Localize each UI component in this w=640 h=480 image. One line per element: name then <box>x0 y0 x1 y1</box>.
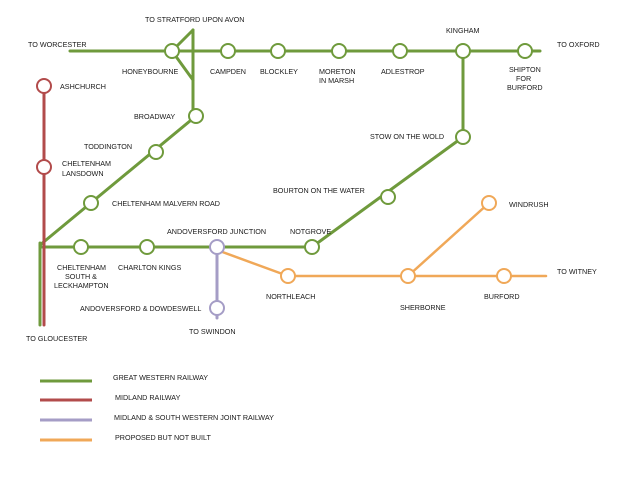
station-blockley[interactable] <box>270 43 286 59</box>
label-andoversford-dowdeswell: ANDOVERSFORD & DOWDESWELL <box>80 304 201 313</box>
direction-worcester: TO WORCESTER <box>28 40 87 49</box>
label-notgrove: NOTGROVE <box>290 227 331 236</box>
station-campden[interactable] <box>220 43 236 59</box>
label-shipton-3: BURFORD <box>507 83 543 92</box>
label-blockley: BLOCKLEY <box>260 67 298 76</box>
station-andoversford-dowdeswell[interactable] <box>209 300 225 316</box>
station-charlton-kings[interactable] <box>139 239 155 255</box>
label-shipton-2: FOR <box>516 74 531 83</box>
label-adlestrop: ADLESTROP <box>381 67 425 76</box>
station-adlestrop[interactable] <box>392 43 408 59</box>
direction-stratford: TO STRATFORD UPON AVON <box>145 15 244 24</box>
station-cheltenham-malvern-road[interactable] <box>83 195 99 211</box>
label-andoversford-junction: ANDOVERSFORD JUNCTION <box>167 227 266 236</box>
label-ashchurch: ASHCHURCH <box>60 82 106 91</box>
direction-oxford: TO OXFORD <box>557 40 600 49</box>
label-cheltenham-south-3: LECKHAMPTON <box>54 281 109 290</box>
label-cheltenham-south-1: CHELTENHAM <box>57 263 106 272</box>
legend-label-proposed: PROPOSED BUT NOT BUILT <box>115 433 211 442</box>
label-windrush: WINDRUSH <box>509 200 549 209</box>
legend-label-gwr: GREAT WESTERN RAILWAY <box>113 373 208 382</box>
label-sherborne: SHERBORNE <box>400 303 446 312</box>
station-andoversford-junction[interactable] <box>209 239 225 255</box>
proposed-sherborne-windrush <box>406 201 491 278</box>
label-kingham: KINGHAM <box>446 26 480 35</box>
label-northleach: NORTHLEACH <box>266 292 315 301</box>
proposed-lines <box>215 201 548 278</box>
label-honeybourne: HONEYBOURNE <box>122 67 179 76</box>
station-moreton-in-marsh[interactable] <box>331 43 347 59</box>
direction-swindon: TO SWINDON <box>189 327 236 336</box>
label-burford: BURFORD <box>484 292 520 301</box>
station-burford[interactable] <box>496 268 512 284</box>
proposed-andoversford-northleach <box>215 248 290 278</box>
label-stow: STOW ON THE WOLD <box>370 132 444 141</box>
station-honeybourne[interactable] <box>164 43 180 59</box>
station-cheltenham-lansdown[interactable] <box>36 159 52 175</box>
label-bourton: BOURTON ON THE WATER <box>273 186 365 195</box>
station-stow-on-the-wold[interactable] <box>455 129 471 145</box>
direction-witney: TO WITNEY <box>557 267 597 276</box>
label-moreton-1: MORETON <box>319 67 356 76</box>
station-broadway[interactable] <box>188 108 204 124</box>
label-toddington: TODDINGTON <box>84 142 132 151</box>
label-cheltenham-malvern: CHELTENHAM MALVERN ROAD <box>112 199 220 208</box>
station-northleach[interactable] <box>280 268 296 284</box>
station-toddington[interactable] <box>148 144 164 160</box>
label-cheltenham-south-2: SOUTH & <box>65 272 97 281</box>
legend: GREAT WESTERN RAILWAY MIDLAND RAILWAY MI… <box>40 373 274 442</box>
station-labels: HONEYBOURNE CAMPDEN BLOCKLEY MORETON IN … <box>54 26 549 313</box>
direction-labels: TO STRATFORD UPON AVON TO WORCESTER TO O… <box>26 15 600 343</box>
label-cheltenham-lansdown-2: LANSDOWN <box>62 169 104 178</box>
station-bourton-on-the-water[interactable] <box>380 189 396 205</box>
label-charlton-kings: CHARLTON KINGS <box>118 263 181 272</box>
direction-gloucester: TO GLOUCESTER <box>26 334 87 343</box>
station-windrush[interactable] <box>481 195 497 211</box>
legend-label-msw: MIDLAND & SOUTH WESTERN JOINT RAILWAY <box>114 413 274 422</box>
station-notgrove[interactable] <box>304 239 320 255</box>
station-sherborne[interactable] <box>400 268 416 284</box>
label-shipton-1: SHIPTON <box>509 65 541 74</box>
station-cheltenham-south[interactable] <box>73 239 89 255</box>
label-campden: CAMPDEN <box>210 67 246 76</box>
legend-label-midland: MIDLAND RAILWAY <box>115 393 181 402</box>
station-ashchurch[interactable] <box>36 78 52 94</box>
label-broadway: BROADWAY <box>134 112 175 121</box>
label-moreton-2: IN MARSH <box>319 76 354 85</box>
station-kingham[interactable] <box>455 43 471 59</box>
label-cheltenham-lansdown-1: CHELTENHAM <box>62 159 111 168</box>
station-markers <box>36 43 533 316</box>
station-shipton-for-burford[interactable] <box>517 43 533 59</box>
gwr-broadway-cheltenham <box>38 114 198 247</box>
